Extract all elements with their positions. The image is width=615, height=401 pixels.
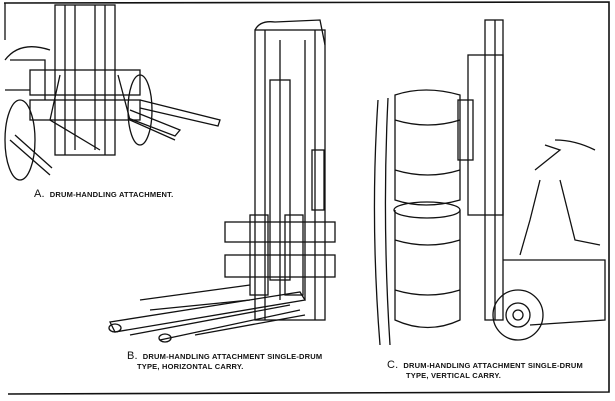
caption-text-line2: TYPE, VERTICAL CARRY. <box>406 371 502 380</box>
caption-letter: C. <box>387 359 399 371</box>
caption-text-line1: DRUM-HANDLING ATTACHMENT SINGLE-DRUM <box>142 352 323 361</box>
caption-text: DRUM-HANDLING ATTACHMENT. <box>49 190 174 199</box>
caption-letter: B. <box>127 350 138 362</box>
caption-letter: A. <box>34 188 45 200</box>
caption-text-line1: DRUM-HANDLING ATTACHMENT SINGLE-DRUM <box>403 361 583 370</box>
figure-a-drawing <box>4 4 221 181</box>
caption-text-line2: TYPE, HORIZONTAL CARRY. <box>137 362 244 371</box>
page-border <box>3 1 610 395</box>
caption-a: A. DRUM-HANDLING ATTACHMENT. <box>34 189 173 200</box>
figure-c-drawing <box>373 19 606 346</box>
figure-b-drawing <box>108 19 336 343</box>
